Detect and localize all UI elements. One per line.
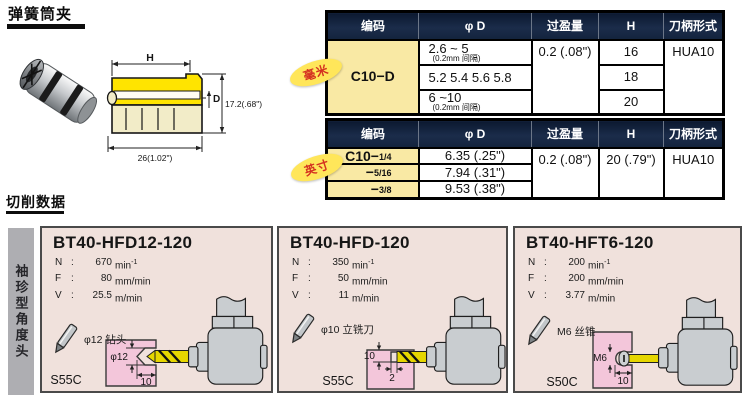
- dim-height-label: 17.2(.68"): [225, 99, 262, 109]
- table-row: −3/8 9.53 (.38"): [325, 179, 724, 200]
- code-cell: C10−D: [325, 38, 420, 116]
- inch-table: 编码 φ D 过盈量 H 刀柄形式 C10−1/4 6.35 (.25") 0.…: [325, 118, 725, 200]
- shank-cell: HUA10: [662, 38, 725, 116]
- col-header-phid: φ D: [418, 11, 532, 41]
- material-label: S55C: [322, 374, 353, 388]
- collet-photo: [19, 58, 98, 124]
- title-underline: [6, 211, 64, 214]
- title-underline: [7, 24, 85, 29]
- h-cell: 18: [597, 63, 665, 91]
- collet-drawing: H D 17.2(.68") 26(1.02"): [106, 52, 262, 163]
- dim2-label: 2: [389, 373, 395, 384]
- code-cell: −3/8: [325, 179, 420, 200]
- dim2-label: 10: [140, 377, 152, 388]
- tool-row: φ12 钻头: [52, 320, 126, 358]
- endmill-icon: [292, 313, 315, 344]
- dim-length-label: 26(1.02"): [138, 153, 173, 163]
- col-header-h: H: [598, 11, 664, 41]
- interference-cell: 0.2 (.08"): [530, 146, 600, 200]
- interference-cell: 0.2 (.08"): [530, 38, 600, 116]
- shank-cell: HUA10: [662, 146, 725, 200]
- col-header-code: 编码: [326, 119, 419, 149]
- col-header-shank: 刀柄形式: [663, 11, 724, 41]
- col-header-interference: 过盈量: [531, 119, 599, 149]
- table-row: C10−D 2.6 ~ 5 (0.2mm 间隔) 0.2 (.08") 16 H…: [325, 38, 725, 116]
- panel-title: BT40-HFT6-120: [526, 233, 654, 252]
- table-row: −5/16 7.94 (.31"): [325, 163, 724, 182]
- h-cell: 16: [597, 38, 665, 66]
- col-header-shank: 刀柄形式: [663, 119, 724, 149]
- tool-row: M6 丝锥: [525, 312, 596, 350]
- angle-head: [425, 296, 506, 385]
- dim1-label: 10: [364, 351, 376, 362]
- cutting-diagram-2: 10 2 S55C: [322, 296, 506, 390]
- diameter-cell: 5.2 5.4 5.6 5.8: [417, 63, 533, 91]
- code-cell: C10−1/4: [325, 146, 420, 166]
- diameter-cell: 2.6 ~ 5 (0.2mm 间隔): [417, 38, 533, 66]
- endmill-tool: [396, 350, 428, 364]
- diameter-cell: 6 ~10 (0.2mm 间隔): [417, 88, 533, 116]
- table-row: 6 ~10 (0.2mm 间隔) 20: [327, 88, 724, 116]
- tap-tool: [618, 350, 660, 367]
- tool-label: M6 丝锥: [557, 325, 596, 338]
- diameter-cell: 9.53 (.38"): [417, 179, 533, 200]
- material-label: S55C: [50, 373, 81, 387]
- col-header-h: H: [598, 119, 664, 149]
- h-cell: 20: [597, 88, 665, 116]
- panel-title: BT40-HFD-120: [290, 233, 410, 252]
- dim-h-label: H: [146, 52, 154, 64]
- dim2-label: 10: [617, 376, 629, 387]
- section-title-cutting: 切削数据: [6, 194, 66, 210]
- metric-table: 编码 φ D 过盈量 H 刀柄形式 C10−D 2.6 ~ 5 (0.2mm 间…: [325, 10, 725, 116]
- material-label: S50C: [546, 375, 577, 389]
- h-cell: 20 (.79"): [597, 146, 665, 200]
- drill-icon: [55, 323, 78, 354]
- dim-d-label: D: [213, 94, 220, 105]
- tap-icon: [528, 315, 551, 346]
- table-row: 5.2 5.4 5.6 5.8 18: [327, 63, 724, 91]
- diameter-cell: 7.94 (.31"): [417, 163, 533, 182]
- cutting-diagram-3: M6 10 S50C: [546, 297, 738, 389]
- angle-head: [657, 297, 738, 386]
- table-row: C10−1/4 6.35 (.25") 0.2 (.08") 20 (.79")…: [325, 146, 725, 200]
- tool-label: φ12 钻头: [84, 333, 127, 346]
- tool-label: φ10 立铣刀: [321, 323, 374, 336]
- cutting-diagram-1: φ12 10 S55C: [50, 296, 268, 388]
- angle-head: [187, 296, 268, 385]
- section-title-collet: 弹簧筒夹: [8, 6, 73, 23]
- dim1-label: M6: [593, 353, 607, 364]
- sidebar-category-label: 袖珍型角度头: [8, 228, 34, 395]
- dim1-label: φ12: [110, 352, 128, 363]
- col-header-interference: 过盈量: [531, 11, 599, 41]
- drill-tool: [146, 349, 190, 364]
- panel-title: BT40-HFD12-120: [53, 233, 193, 252]
- tool-row: φ10 立铣刀: [289, 310, 374, 348]
- col-header-phid: φ D: [418, 119, 532, 149]
- diameter-cell: 6.35 (.25"): [417, 146, 533, 166]
- col-header-code: 编码: [326, 11, 419, 41]
- code-cell: −5/16: [325, 163, 420, 182]
